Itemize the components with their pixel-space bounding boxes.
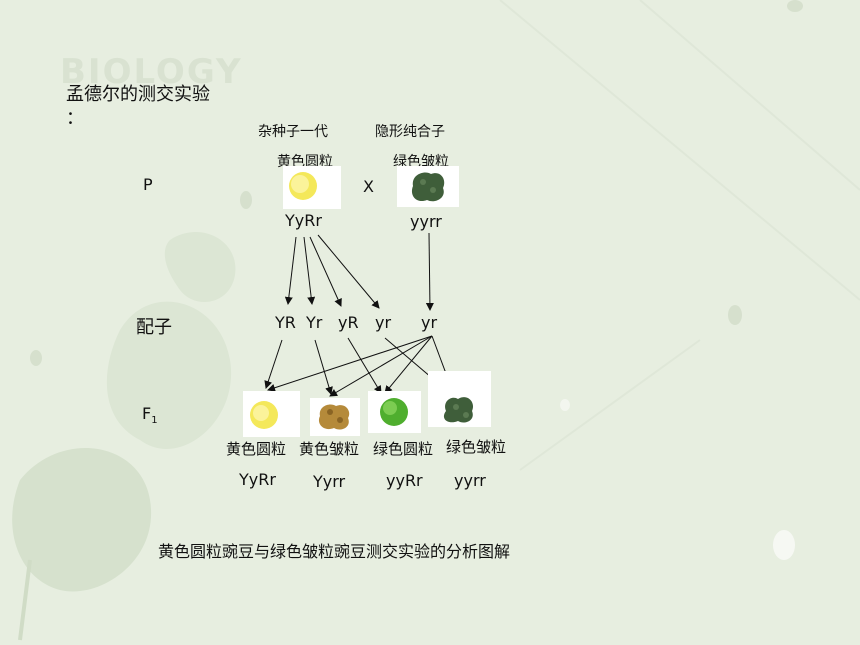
generation-f1-label: F1 (142, 404, 158, 426)
offspring-pea-yellow-round (243, 391, 300, 437)
title-colon: ： (66, 108, 84, 129)
offspring-3-genotype: yyRr (386, 471, 423, 490)
recessive-genotype: yyrr (410, 212, 442, 231)
gamete-2: Yr (306, 313, 323, 332)
arrow-recessive-to-f1-2 (329, 335, 433, 397)
gametes-label: 配子 (136, 317, 172, 338)
gamete-5: yr (421, 313, 438, 332)
arrow-to-yR (309, 236, 342, 307)
yellow-round-pea-icon (250, 401, 278, 429)
gamete-4: yr (375, 313, 392, 332)
arrow-to-Yr (303, 236, 316, 305)
offspring-4-genotype: yyrr (454, 471, 486, 490)
offspring-1-genotype: YyRr (239, 470, 276, 489)
parent-pea-yellow-round (283, 166, 341, 209)
green-wrinkled-pea-icon (411, 172, 445, 202)
green-round-pea-icon (380, 398, 408, 426)
arrow-yR-to-f1 (347, 337, 382, 394)
arrow-recessive-to-f1-1 (267, 335, 433, 392)
figure-caption: 黄色圆粒豌豆与绿色皱粒豌豆测交实验的分析图解 (158, 542, 511, 561)
arrow-Yr-to-f1 (314, 339, 333, 395)
recessive-label: 隐形纯合子 (375, 124, 445, 140)
offspring-4-phenotype: 绿色皱粒 (446, 438, 507, 456)
offspring-pea-green-round (368, 391, 421, 433)
parent-pea-green-wrinkled (397, 166, 459, 207)
gamete-1: YR (275, 313, 296, 332)
offspring-pea-green-wrinkled (428, 371, 491, 427)
arrow-to-yr (317, 234, 380, 309)
green-wrinkled-pea-icon (443, 397, 474, 423)
offspring-pea-yellow-wrinkled (310, 398, 360, 436)
offspring-2-genotype: Yyrr (313, 472, 346, 491)
arrow-YR-to-f1 (264, 339, 283, 389)
hybrid-label: 杂种子一代 (258, 124, 328, 140)
f1-subscript: 1 (151, 415, 158, 427)
cross-symbol: X (363, 177, 374, 196)
yellow-wrinkled-pea-icon (318, 404, 350, 430)
watermark-text: BIOLOGY (60, 52, 243, 92)
gamete-3: yR (338, 313, 359, 332)
page-title: 孟德尔的测交实验 (66, 84, 210, 105)
arrow-to-YR (284, 236, 297, 305)
arrow-recessive-to-f1-3 (384, 335, 433, 394)
offspring-2-phenotype: 黄色皱粒 (299, 440, 360, 458)
f1-letter: F (142, 404, 152, 423)
hybrid-genotype: YyRr (285, 211, 322, 230)
generation-p-label: P (143, 175, 153, 194)
arrow-to-recessive-yr (425, 232, 434, 311)
offspring-1-phenotype: 黄色圆粒 (226, 440, 287, 458)
yellow-round-pea-icon (289, 172, 317, 200)
offspring-3-phenotype: 绿色圆粒 (373, 440, 434, 458)
